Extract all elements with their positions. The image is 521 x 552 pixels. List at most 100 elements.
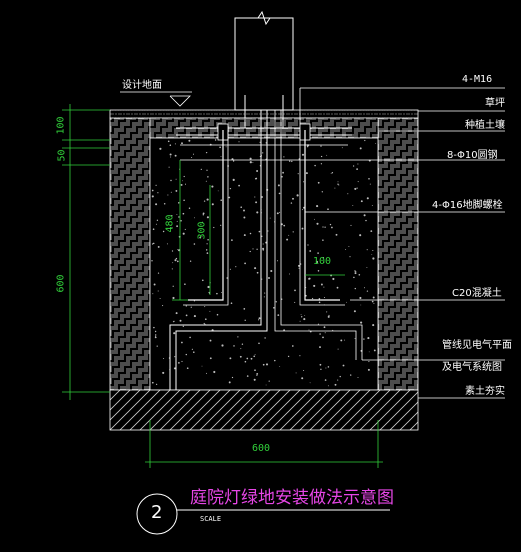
- speckle: [174, 154, 177, 157]
- speckle: [240, 206, 243, 209]
- speckle: [154, 330, 157, 333]
- speckle: [359, 296, 362, 300]
- speckle: [176, 260, 179, 263]
- conduit: [169, 110, 262, 390]
- speckle: [354, 338, 356, 340]
- speckle: [168, 166, 170, 168]
- speckle: [366, 197, 369, 200]
- speckle: [371, 205, 373, 207]
- speckle: [170, 156, 172, 158]
- speckle: [297, 264, 301, 267]
- speckle: [301, 377, 304, 380]
- label-concrete: C20混凝土: [452, 288, 502, 299]
- speckle: [356, 187, 358, 189]
- speckle: [230, 302, 233, 305]
- speckle: [327, 315, 330, 318]
- speckle: [252, 161, 254, 163]
- speckle: [294, 289, 296, 292]
- speckle: [213, 226, 215, 229]
- speckle: [291, 345, 294, 347]
- drawing-number: 2: [151, 502, 163, 523]
- speckle: [375, 143, 377, 144]
- speckle: [299, 320, 301, 322]
- speckle: [256, 271, 259, 274]
- speckle: [153, 326, 155, 329]
- speckle: [162, 371, 165, 374]
- speckle: [277, 314, 280, 316]
- speckle: [350, 374, 352, 376]
- speckle: [249, 157, 252, 160]
- label-round-steel: 8-Φ10圆钢: [447, 150, 498, 161]
- speckle: [155, 223, 157, 225]
- speckle: [256, 374, 258, 376]
- speckle: [159, 147, 162, 150]
- speckle: [167, 194, 169, 196]
- speckle: [325, 367, 327, 369]
- speckle: [322, 336, 324, 339]
- speckle: [155, 334, 157, 336]
- speckle: [176, 213, 178, 215]
- speckle: [151, 243, 154, 245]
- speckle: [252, 248, 254, 250]
- speckle: [320, 145, 322, 147]
- speckle: [186, 367, 189, 370]
- speckle: [152, 228, 155, 231]
- speckle: [249, 232, 252, 235]
- speckle: [185, 314, 188, 317]
- speckle: [366, 290, 369, 292]
- speckle: [277, 184, 280, 187]
- speckle: [181, 142, 183, 145]
- speckle: [262, 152, 264, 154]
- speckle: [191, 348, 193, 350]
- speckle: [273, 307, 275, 309]
- speckle: [258, 230, 261, 233]
- speckle: [364, 287, 365, 289]
- speckle: [192, 153, 195, 155]
- speckle: [300, 316, 303, 318]
- speckle: [330, 172, 332, 174]
- speckle: [292, 197, 294, 200]
- speckle: [365, 219, 367, 222]
- speckle: [176, 220, 178, 222]
- speckle: [354, 272, 357, 275]
- speckle: [157, 290, 159, 292]
- speckle: [367, 368, 370, 371]
- dim-300: 300: [196, 221, 208, 240]
- speckle: [173, 320, 175, 322]
- speckle: [254, 354, 256, 356]
- speckle: [304, 314, 306, 316]
- speckle: [182, 180, 184, 182]
- speckle: [189, 260, 192, 262]
- speckle: [339, 375, 341, 378]
- speckle: [279, 211, 281, 213]
- speckle: [190, 306, 192, 308]
- speckle: [321, 191, 323, 193]
- speckle: [207, 238, 209, 241]
- speckle: [193, 300, 195, 302]
- speckle: [289, 160, 291, 162]
- speckle: [185, 305, 187, 307]
- speckle: [151, 189, 154, 192]
- label-anchor-bolt: 4-Φ16地脚螺栓: [432, 200, 503, 211]
- speckle: [174, 259, 177, 262]
- speckle: [316, 205, 319, 208]
- speckle: [243, 216, 246, 219]
- speckle: [206, 216, 209, 219]
- speckle: [303, 369, 305, 372]
- speckle: [269, 217, 271, 219]
- speckle: [286, 238, 289, 241]
- speckle: [274, 359, 276, 362]
- speckle: [191, 156, 193, 159]
- speckle: [337, 183, 339, 185]
- speckle: [170, 191, 172, 193]
- speckle: [371, 254, 373, 256]
- speckle: [201, 279, 204, 282]
- speckle: [244, 319, 246, 321]
- speckle: [179, 319, 182, 322]
- speckle: [229, 187, 232, 190]
- speckle: [301, 209, 304, 211]
- speckle: [347, 193, 349, 195]
- speckle: [173, 367, 176, 370]
- speckle: [298, 267, 300, 269]
- speckle: [181, 341, 183, 344]
